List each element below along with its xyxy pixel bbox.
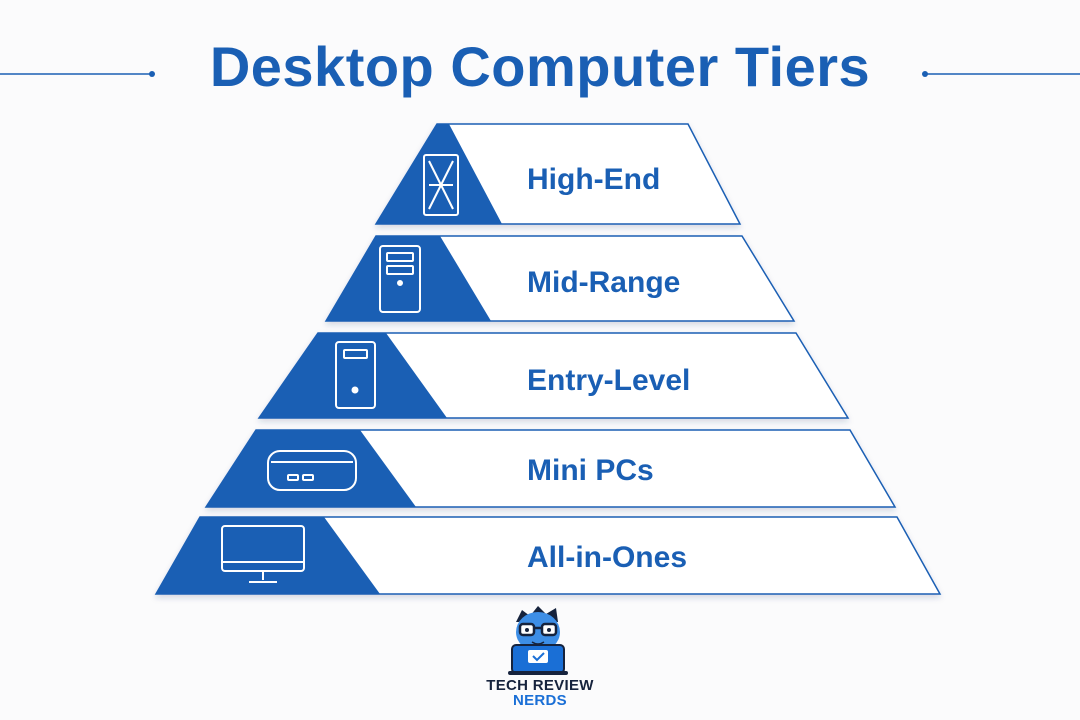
tier-entry-level: Entry-Level: [257, 332, 850, 419]
tier-icon-band: [326, 236, 491, 321]
title-right-rule: [922, 71, 1080, 77]
brand-name-line1: TECH REVIEW: [486, 677, 594, 694]
title-left-rule: [0, 71, 155, 77]
page-title: Desktop Computer Tiers: [209, 35, 871, 98]
mini-pc-icon: [267, 450, 357, 491]
mid-tower-icon: [379, 245, 421, 313]
tier-mini-pcs: Mini PCs: [204, 429, 897, 508]
tier-icon-band: [259, 333, 447, 418]
tier-label: Mid-Range: [527, 266, 680, 299]
tier-mid-range: Mid-Range: [324, 235, 796, 322]
tier-icon-band: [156, 517, 380, 594]
tier-icon-band: [206, 430, 416, 507]
tier-label: High-End: [527, 163, 660, 196]
brand-name-line2: NERDS: [512, 692, 567, 709]
tier-label: Mini PCs: [527, 454, 654, 487]
full-tower-icon: [423, 154, 459, 216]
tier-label: All-in-Ones: [527, 541, 687, 574]
tier-all-in-ones: All-in-Ones: [154, 516, 942, 595]
tier-label: Entry-Level: [527, 364, 690, 397]
tier-icon-band: [376, 124, 502, 224]
monitor-icon: [221, 525, 305, 583]
tier-high-end: High-End: [374, 123, 742, 225]
nerd-mascot-logo-icon: [508, 606, 568, 675]
small-tower-icon: [335, 341, 376, 409]
